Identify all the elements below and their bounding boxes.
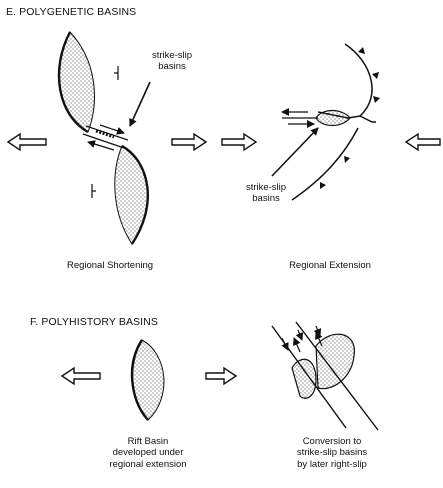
- hollow-arrow-mid: [221, 132, 258, 152]
- polyhistory-diagram: [60, 321, 379, 431]
- hollow-arrow-far-right: [404, 132, 441, 152]
- strike-slip-label-right-line2: basins: [252, 193, 280, 205]
- hollow-arrow-f1: [60, 366, 101, 386]
- pointer-arrow-right: [271, 127, 319, 177]
- caption-rift-basin: Rift Basin developed under regional exte…: [88, 436, 208, 470]
- hollow-arrow-left: [6, 132, 47, 152]
- extension-diagram: [221, 43, 441, 201]
- hollow-arrow-f2: [205, 366, 238, 386]
- strike-slip-label-right: strike-slip basins: [236, 182, 296, 205]
- shortening-diagram: [6, 31, 208, 245]
- pull-apart-basin: [315, 109, 351, 127]
- caption-rift-basin-line2: developed under: [112, 447, 184, 459]
- section-f-title: F. POLYHISTORY BASINS: [30, 316, 158, 328]
- section-e-title: E. POLYGENETIC BASINS: [6, 6, 137, 18]
- slip-arrow-right: [99, 124, 125, 135]
- strike-slip-label-left-line1: strike-slip: [151, 50, 193, 61]
- caption-conversion-line2: strike-slip basins: [296, 447, 368, 459]
- hollow-arrow-right: [171, 132, 208, 152]
- converted-basin-upper: [315, 333, 355, 390]
- caption-conversion: Conversion to strike-slip basins by late…: [272, 436, 392, 470]
- caption-conversion-line1: Conversion to: [302, 436, 362, 447]
- caption-rift-basin-line3: regional extension: [109, 458, 187, 470]
- caption-conversion-line3: by later right-slip: [297, 458, 367, 470]
- caption-regional-shortening: Regional Shortening: [66, 260, 154, 271]
- pointer-arrow-left: [129, 81, 151, 127]
- converted-basin-lower: [291, 358, 317, 399]
- lower-basin: [114, 145, 149, 245]
- strike-slip-label-left: strike-slip basins: [142, 50, 202, 73]
- strike-slip-label-right-line1: strike-slip: [245, 182, 287, 193]
- caption-rift-basin-line1: Rift Basin: [127, 436, 169, 447]
- caption-regional-extension: Regional Extension: [289, 260, 371, 271]
- strike-slip-label-left-line2: basins: [158, 61, 186, 73]
- slip-arrow-left: [87, 140, 115, 151]
